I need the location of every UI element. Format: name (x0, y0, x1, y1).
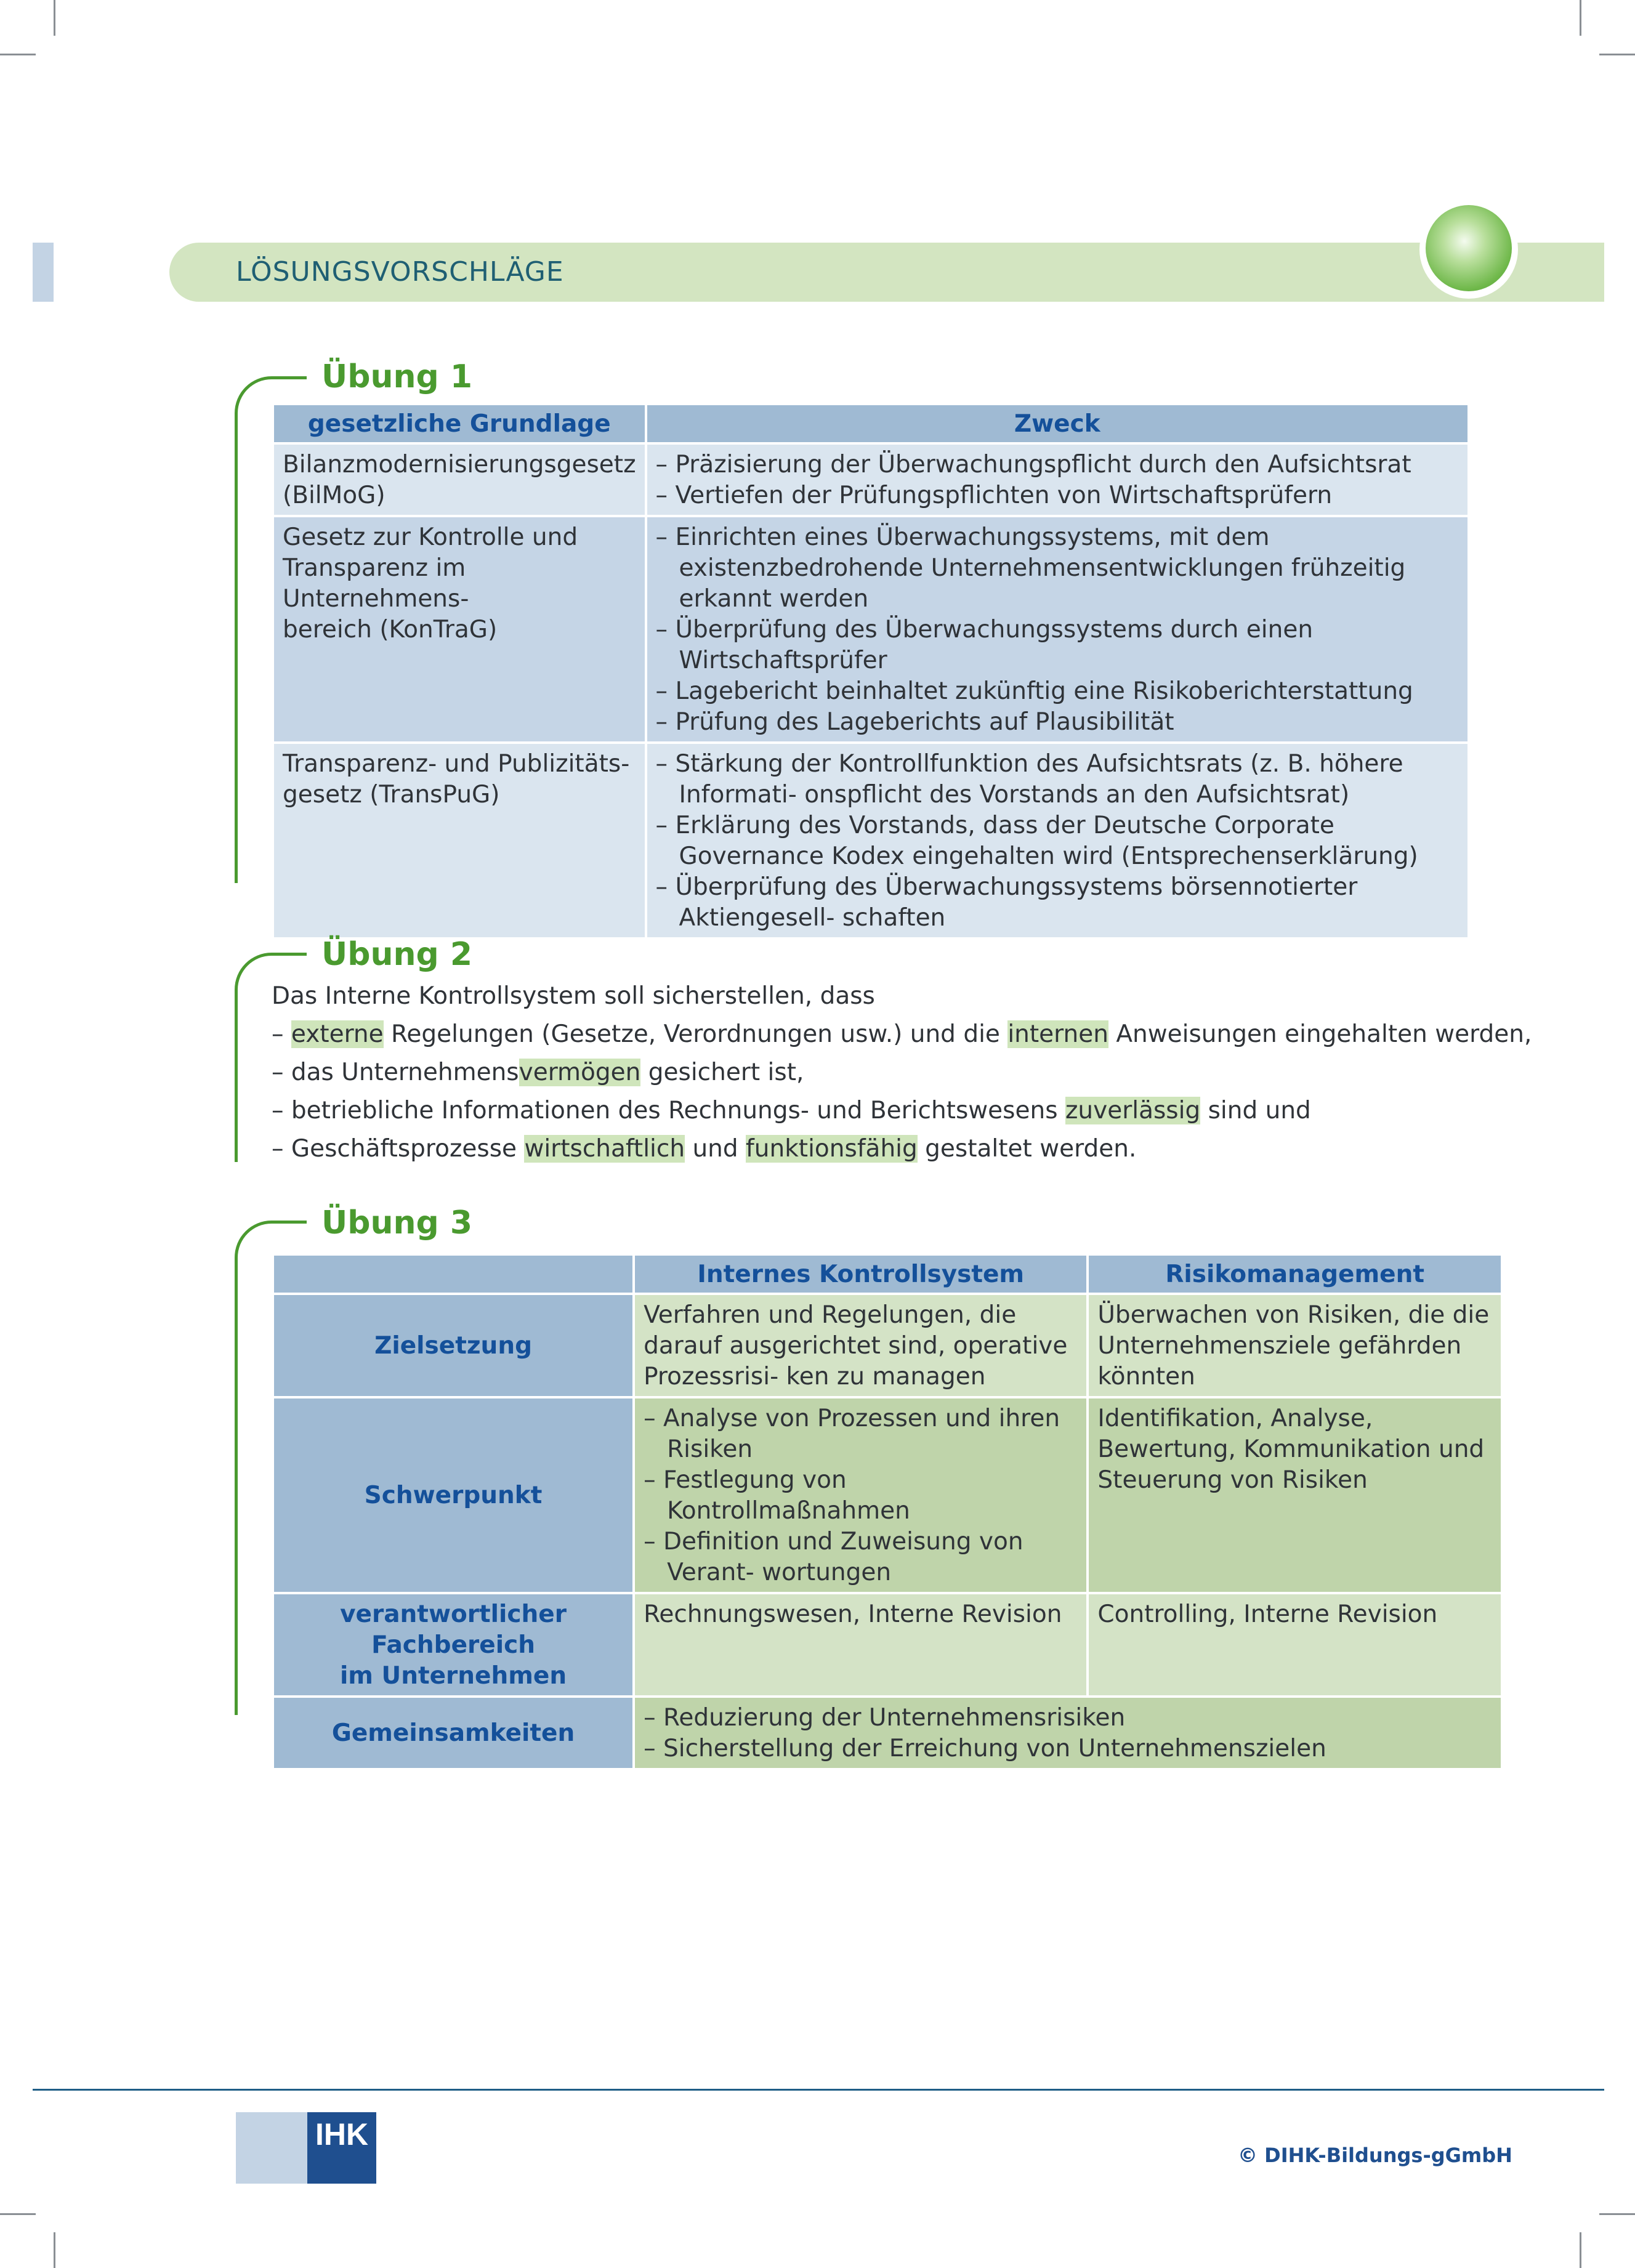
crop-mark (54, 0, 55, 36)
section-bracket-1 (235, 376, 307, 883)
header-band (169, 243, 1604, 302)
column-header-grundlage: gesetzliche Grundlage (274, 405, 645, 442)
rm-cell: Überwachen von Risiken, die die Unterneh… (1089, 1295, 1501, 1396)
section-bracket-3 (235, 1221, 307, 1715)
section-bracket-2 (235, 953, 307, 1162)
footer-line (33, 2089, 1604, 2091)
row-header-fachbereich: verantwortlicher Fachbereich im Unterneh… (274, 1594, 633, 1695)
u2-line-4: – Geschäftsprozesse wirtschaftlich und f… (272, 1135, 1137, 1163)
crop-mark (0, 2213, 36, 2215)
law-cell: Gesetz zur Kontrolle und Transparenz im … (274, 517, 645, 741)
iks-cell: – Analyse von Prozessen und ihren Risike… (635, 1398, 1087, 1592)
section-title-2: Übung 2 (321, 936, 472, 973)
purpose-cell: – Präzisierung der Überwachungspflicht d… (647, 445, 1467, 515)
highlight: zuverlässig (1065, 1097, 1201, 1124)
page-title: LÖSUNGSVORSCHLÄGE (236, 256, 564, 288)
highlight: vermögen (519, 1059, 641, 1086)
table-row: Transparenz- und Publizitäts- gesetz (Tr… (274, 744, 1467, 937)
ihk-logo: IHK (307, 2112, 376, 2184)
iks-cell: Verfahren und Regelungen, die darauf aus… (635, 1295, 1087, 1396)
purpose-cell: – Einrichten eines Überwachungssystems, … (647, 517, 1467, 741)
highlight: funktionsfähig (746, 1135, 918, 1163)
row-header-zielsetzung: Zielsetzung (274, 1295, 633, 1396)
table-row: Gemeinsamkeiten – Reduzierung der Untern… (274, 1698, 1501, 1768)
highlight: internen (1007, 1020, 1108, 1048)
highlight: externe (291, 1020, 384, 1048)
table-row: Schwerpunkt – Analyse von Prozessen und … (274, 1398, 1501, 1592)
u2-intro: Das Interne Kontrollsystem soll sicherst… (272, 982, 875, 1010)
section-title-3: Übung 3 (321, 1205, 472, 1241)
crop-mark (1580, 0, 1581, 36)
column-header-iks: Internes Kontrollsystem (635, 1256, 1087, 1293)
rm-cell: Identifikation, Analyse, Bewertung, Komm… (1089, 1398, 1501, 1592)
column-header-rm: Risikomanagement (1089, 1256, 1501, 1293)
copyright: © DIHK-Bildungs-gGmbH (1238, 2144, 1512, 2167)
table-row: verantwortlicher Fachbereich im Unterneh… (274, 1594, 1501, 1695)
purpose-cell: – Stärkung der Kontrollfunktion des Aufs… (647, 744, 1467, 937)
table-uebung-1: gesetzliche Grundlage Zweck Bilanzmodern… (272, 403, 1470, 940)
table-row: Gesetz zur Kontrolle und Transparenz im … (274, 517, 1467, 741)
column-header-empty (274, 1256, 633, 1293)
table-uebung-3: Internes Kontrollsystem Risikomanagement… (272, 1253, 1503, 1770)
left-tab-marker (33, 243, 54, 302)
crop-mark (54, 2232, 55, 2268)
u2-line-2: – das Unternehmensvermögen gesichert ist… (272, 1059, 804, 1086)
section-title-1: Übung 1 (321, 358, 472, 395)
table-row: Bilanzmodernisierungsgesetz (BilMoG) – P… (274, 445, 1467, 515)
green-ball-icon (1426, 205, 1512, 291)
iks-cell: Rechnungswesen, Interne Revision (635, 1594, 1087, 1695)
u2-line-1: – externe Regelungen (Gesetze, Verordnun… (272, 1020, 1532, 1048)
u2-line-3: – betriebliche Informationen des Rechnun… (272, 1097, 1311, 1124)
logo-pale-block (236, 2112, 307, 2184)
crop-mark (1599, 54, 1635, 55)
crop-mark (1599, 2213, 1635, 2215)
table-row: Zielsetzung Verfahren und Regelungen, di… (274, 1295, 1501, 1396)
crop-mark (0, 54, 36, 55)
law-cell: Transparenz- und Publizitäts- gesetz (Tr… (274, 744, 645, 937)
law-cell: Bilanzmodernisierungsgesetz (BilMoG) (274, 445, 645, 515)
column-header-zweck: Zweck (647, 405, 1467, 442)
crop-mark (1580, 2232, 1581, 2268)
rm-cell: Controlling, Interne Revision (1089, 1594, 1501, 1695)
row-header-gemeinsamkeiten: Gemeinsamkeiten (274, 1698, 633, 1768)
common-cell: – Reduzierung der Unternehmensrisiken – … (635, 1698, 1501, 1768)
row-header-schwerpunkt: Schwerpunkt (274, 1398, 633, 1592)
highlight: wirtschaftlich (524, 1135, 685, 1163)
